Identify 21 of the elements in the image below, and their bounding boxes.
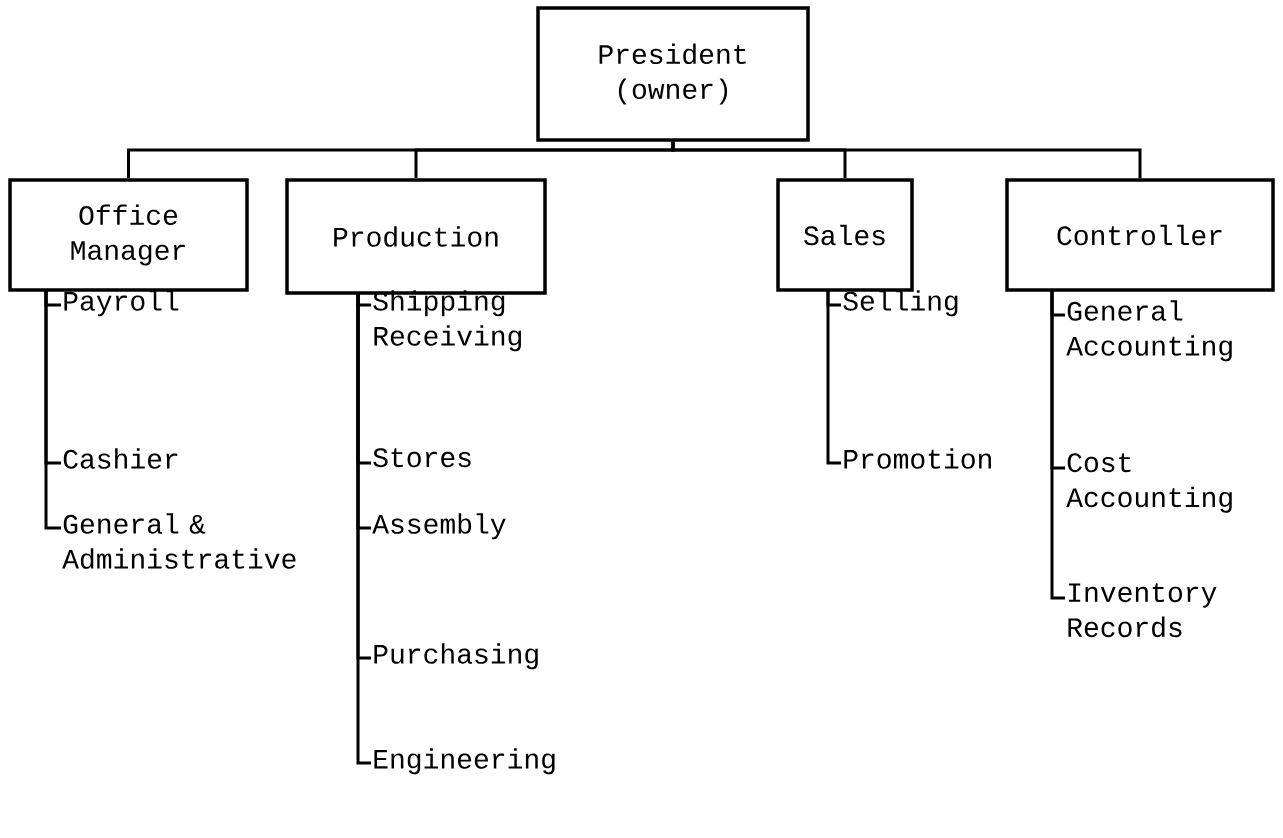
connector-line [826,290,841,465]
unit-label: General Accounting [1066,300,1232,362]
unit-label: Purchasing [374,643,538,670]
unit-label: Cost Accounting [1066,453,1232,513]
connector-line [356,293,371,765]
unit-label: Engineering [374,748,555,775]
unit-label: Selling [843,290,958,317]
unit-label: Promotion [844,448,991,469]
unit-label: Assembly [372,513,506,540]
org-box: President (owner) [536,6,810,142]
connector-line [1050,290,1065,600]
connector-line [44,290,61,530]
unit-label: Stores [373,448,471,468]
org-box: Sales [776,178,914,292]
unit-label: Cashier [63,448,178,469]
unit-label: General & Administrative [62,513,296,569]
unit-label: Payroll [64,290,179,317]
unit-label: Inventory Records [1068,583,1217,638]
org-box: Controller [1005,178,1275,292]
org-box: Office Manager [8,178,249,292]
connector-line [671,141,1142,179]
